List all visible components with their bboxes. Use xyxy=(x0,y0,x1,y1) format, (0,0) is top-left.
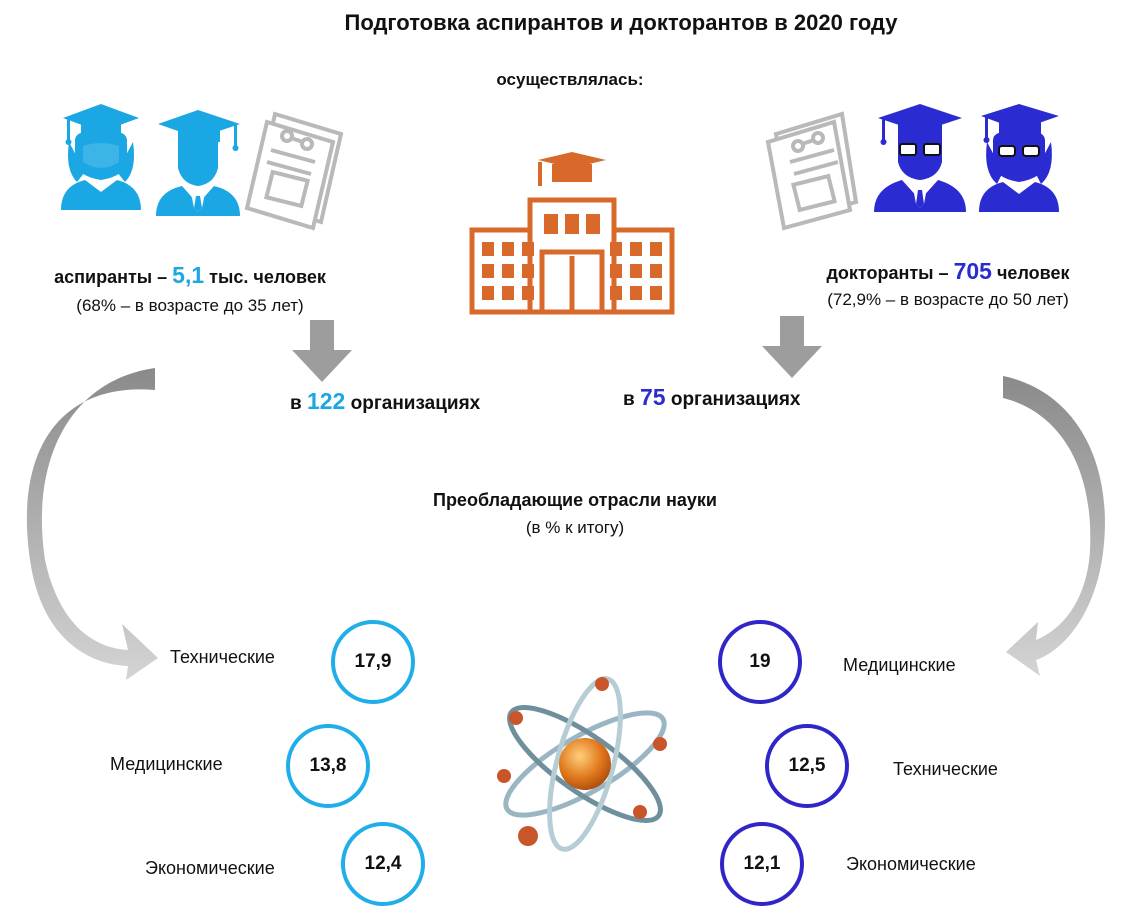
graduate-sector-3-name: Экономические xyxy=(145,858,275,878)
female-graduate-icon xyxy=(61,104,141,210)
doctoral-sector-2-value: 12,5 xyxy=(765,724,849,808)
doctoral-age-note: (72,9% – в возрасте до 50 лет) xyxy=(827,290,1069,309)
page-title: Подготовка аспирантов и докторантов в 20… xyxy=(344,10,898,35)
doctoral-sector-3-name: Экономические xyxy=(846,854,976,874)
graduate-sector-3-value: 12,4 xyxy=(341,822,425,906)
doctoral-sector-1-name: Медицинские xyxy=(843,655,956,675)
down-arrow-icon xyxy=(762,316,822,378)
document-icon xyxy=(244,111,344,231)
doctoral-organizations: в 75 организациях xyxy=(623,384,801,410)
document-icon xyxy=(765,111,859,231)
graduate-sector-2-name: Медицинские xyxy=(110,754,223,774)
male-graduate-icon xyxy=(156,110,240,216)
university-building-icon xyxy=(469,152,675,315)
down-arrow-icon xyxy=(292,320,352,382)
sectors-subtitle: (в % к итогу) xyxy=(525,518,625,537)
graduate-organizations: в 122 организациях xyxy=(290,388,481,414)
atom-icon xyxy=(497,676,667,852)
doctoral-sector-1-value: 19 xyxy=(718,620,802,704)
male-doctoral-icon xyxy=(874,104,966,212)
graduate-count-label: аспиранты – 5,1 тыс. человек xyxy=(54,262,326,288)
graduate-sector-1-value: 17,9 xyxy=(331,620,415,704)
graduate-age-note: (68% – в возрасте до 35 лет) xyxy=(76,296,304,315)
graduate-org-count: 122 xyxy=(306,388,346,414)
doctoral-org-count: 75 xyxy=(639,384,666,410)
graduate-sector-1-name: Технические xyxy=(170,647,275,667)
sectors-title: Преобладающие отрасли науки xyxy=(433,490,717,510)
doctoral-count-value: 705 xyxy=(953,258,992,284)
doctoral-count-label: докторанты – 705 человек xyxy=(826,258,1070,284)
graduate-count-value: 5,1 xyxy=(172,262,205,288)
page-subtitle: осуществлялась: xyxy=(496,70,644,89)
female-doctoral-icon xyxy=(979,104,1059,212)
doctoral-sector-3-value: 12,1 xyxy=(720,822,804,906)
doctoral-sector-2-name: Технические xyxy=(893,759,998,779)
graduate-sector-2-value: 13,8 xyxy=(286,724,370,808)
